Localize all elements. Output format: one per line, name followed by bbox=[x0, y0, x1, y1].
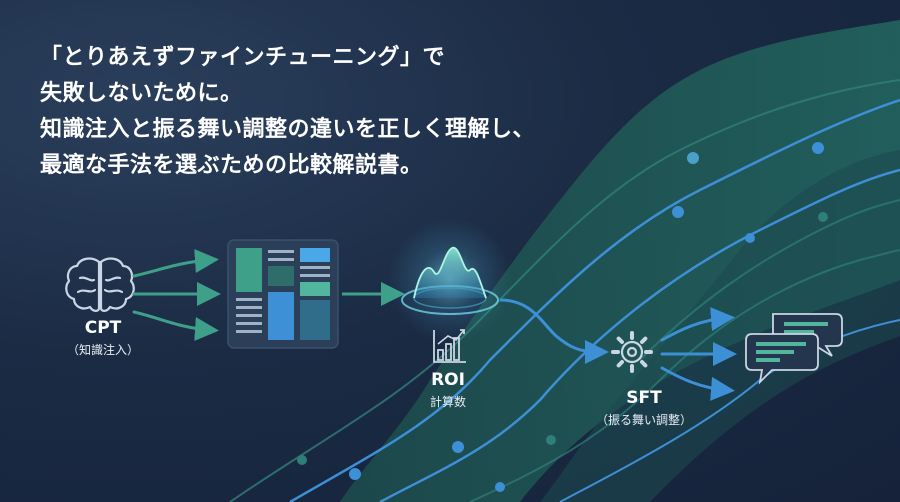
document-layout-icon bbox=[227, 239, 339, 349]
flow-node bbox=[495, 482, 505, 492]
roi-title: ROI bbox=[431, 370, 465, 390]
flow-node bbox=[818, 212, 828, 222]
brain-icon bbox=[65, 257, 135, 312]
flow-node bbox=[687, 152, 699, 164]
flow-node bbox=[297, 455, 307, 465]
cpt-input-arrows bbox=[132, 249, 221, 341]
flow-line-5 bbox=[559, 319, 900, 502]
flow-line-1 bbox=[229, 79, 900, 502]
flow-node bbox=[672, 206, 684, 218]
flow-node bbox=[452, 441, 464, 453]
flow-line-6 bbox=[639, 199, 900, 361]
bar-chart-icon bbox=[433, 329, 466, 363]
flow-line-2 bbox=[289, 98, 900, 502]
wave-band bbox=[340, 20, 900, 502]
roi-label: ROI 計算数 bbox=[408, 370, 488, 410]
roi-glow-chart bbox=[388, 218, 512, 342]
cpt-subtitle: （知識注入） bbox=[66, 343, 139, 357]
headline-line-4: 最適な手法を選ぶための比較解説書。 bbox=[40, 153, 423, 178]
cpt-title: CPT bbox=[84, 318, 122, 338]
sft-subtitle: （振る舞い調整） bbox=[595, 413, 692, 427]
headline: 「とりあえずファインチューニング」で 失敗しないために。 知識注入と振る舞い調整… bbox=[40, 40, 535, 184]
flow-line-3 bbox=[379, 168, 900, 502]
sft-output-arrows bbox=[660, 307, 737, 401]
flow-node bbox=[546, 435, 556, 445]
cpt-label: CPT （知識注入） bbox=[58, 318, 148, 358]
flow-node bbox=[349, 468, 361, 480]
sft-title: SFT bbox=[626, 388, 662, 408]
flow-line-4 bbox=[469, 249, 900, 502]
sft-label: SFT （振る舞い調整） bbox=[584, 388, 704, 428]
roi-to-sft-arrow bbox=[499, 298, 609, 364]
gear-icon bbox=[611, 331, 653, 373]
headline-line-1: 「とりあえずファインチューニング」で bbox=[40, 45, 446, 70]
roi-subtitle: 計算数 bbox=[429, 395, 466, 409]
flow-node bbox=[812, 142, 824, 154]
flow-node bbox=[745, 233, 755, 243]
chat-bubbles-icon bbox=[745, 313, 843, 385]
headline-line-2: 失敗しないために。 bbox=[40, 81, 243, 106]
headline-line-3: 知識注入と振る舞い調整の違いを正しく理解し、 bbox=[40, 117, 536, 142]
